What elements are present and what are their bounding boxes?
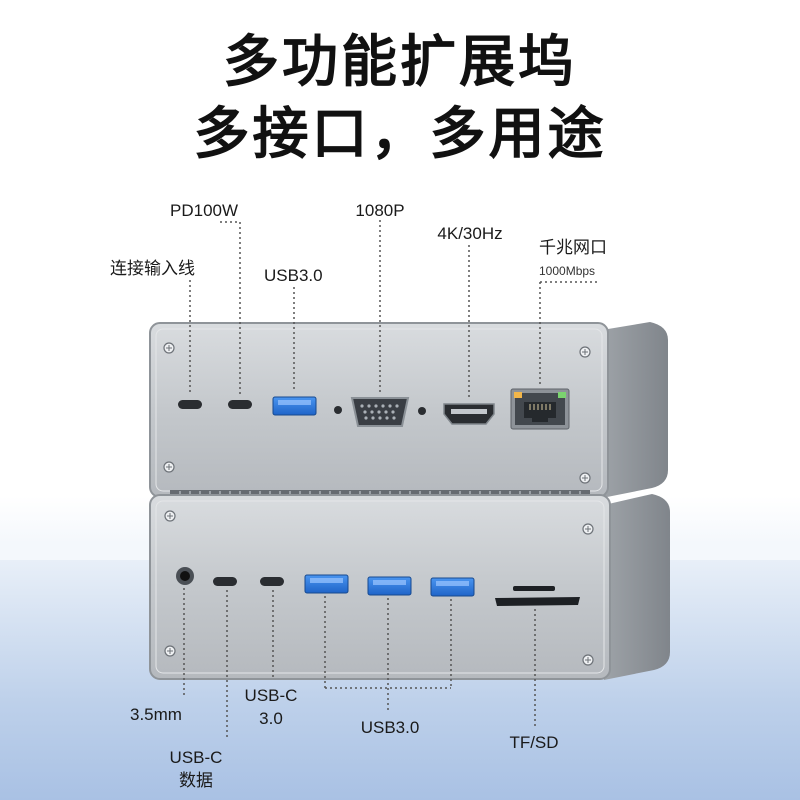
usb-c-input-port [178,400,202,409]
label-usbc-3-line2: 3.0 [259,709,283,728]
label-usb30-bottom: USB3.0 [360,718,420,737]
label-pd100w: PD100W [170,201,239,220]
label-usbc-data-line1: USB-C [169,748,223,767]
screw-hole-icon [418,407,426,415]
lower-dock-unit [149,490,670,680]
callout-lines [183,220,600,738]
label-3-5mm: 3.5mm [130,705,182,724]
label-1080p: 1080P [355,201,405,220]
label-usbc-3-line1: USB-C [244,686,298,705]
label-4k30hz: 4K/30Hz [437,224,503,243]
label-input-cable: 连接输入线 [110,259,195,278]
usb3-port [272,396,317,416]
label-usbc-data-line2: 数据 [179,771,213,790]
usb3-port-2 [367,576,412,596]
headline-line-2: 多接口，多用途 [193,102,607,167]
usb-c-pd-port [228,400,252,409]
sd-slot [495,597,580,606]
label-gigabit-ethernet: 千兆网口 [539,238,607,257]
label-usb30-top: USB3.0 [264,266,323,285]
usb-c-data-port [213,577,237,586]
usb-c-3-port [260,577,284,586]
usb3-port-1 [304,574,349,594]
label-tf-sd: TF/SD [509,733,559,752]
screw-hole-icon [334,406,342,414]
label-1000mbps: 1000Mbps [539,264,596,278]
upper-dock-unit [149,322,668,498]
headline-line-1: 多功能扩展坞 [223,30,577,95]
usb3-port-3 [430,577,475,597]
tf-slot [513,586,555,591]
